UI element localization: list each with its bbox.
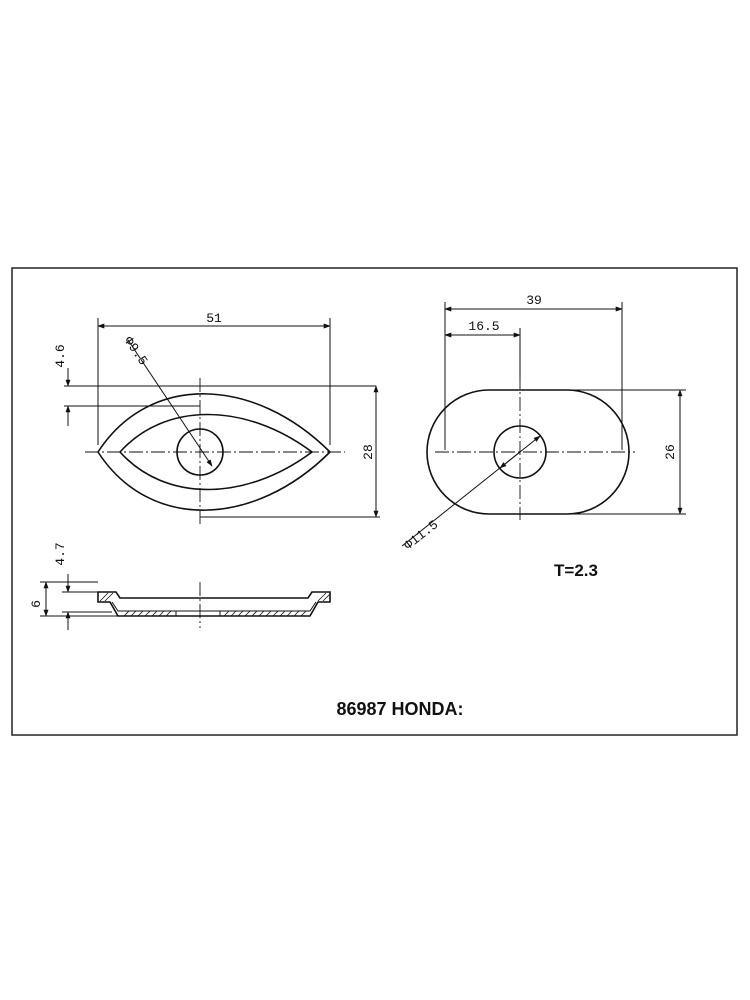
height-dimension-label: 26 [663,444,678,460]
section-profile [97,591,331,617]
right-view: 39 16.5 26 Φ11.5 [401,293,686,553]
bottom-hatch [123,610,307,617]
left-view: 51 Φ9.5 4.6 28 [53,311,380,525]
width-dimension-label: 39 [526,293,542,308]
large-hole-diameter-leader-inner [499,451,521,469]
offset-dimension-label: 4.6 [53,344,68,367]
step-dimension-label: 4.7 [53,542,68,565]
hole-diameter-label: Φ9.5 [121,334,151,368]
hatch-line [322,593,331,602]
hatch-line [104,592,114,602]
hole-diameter-leader [127,339,213,467]
thickness-note: T=2.3 [554,561,598,580]
large-hole-diameter-label: Φ11.5 [401,517,441,553]
hole-offset-dimension-label: 16.5 [468,319,499,334]
height-dimension-label: 28 [361,444,376,460]
drawing-frame [11,267,738,736]
hatch-line [99,592,109,602]
depth-dimension-label: 6 [29,600,44,608]
section-view: 4.7 6 [29,542,331,630]
part-number-label: 86987 HONDA: [336,699,463,719]
section-inner-profile [111,601,317,612]
hatch-line [317,592,327,602]
width-dimension-label: 51 [206,311,222,326]
